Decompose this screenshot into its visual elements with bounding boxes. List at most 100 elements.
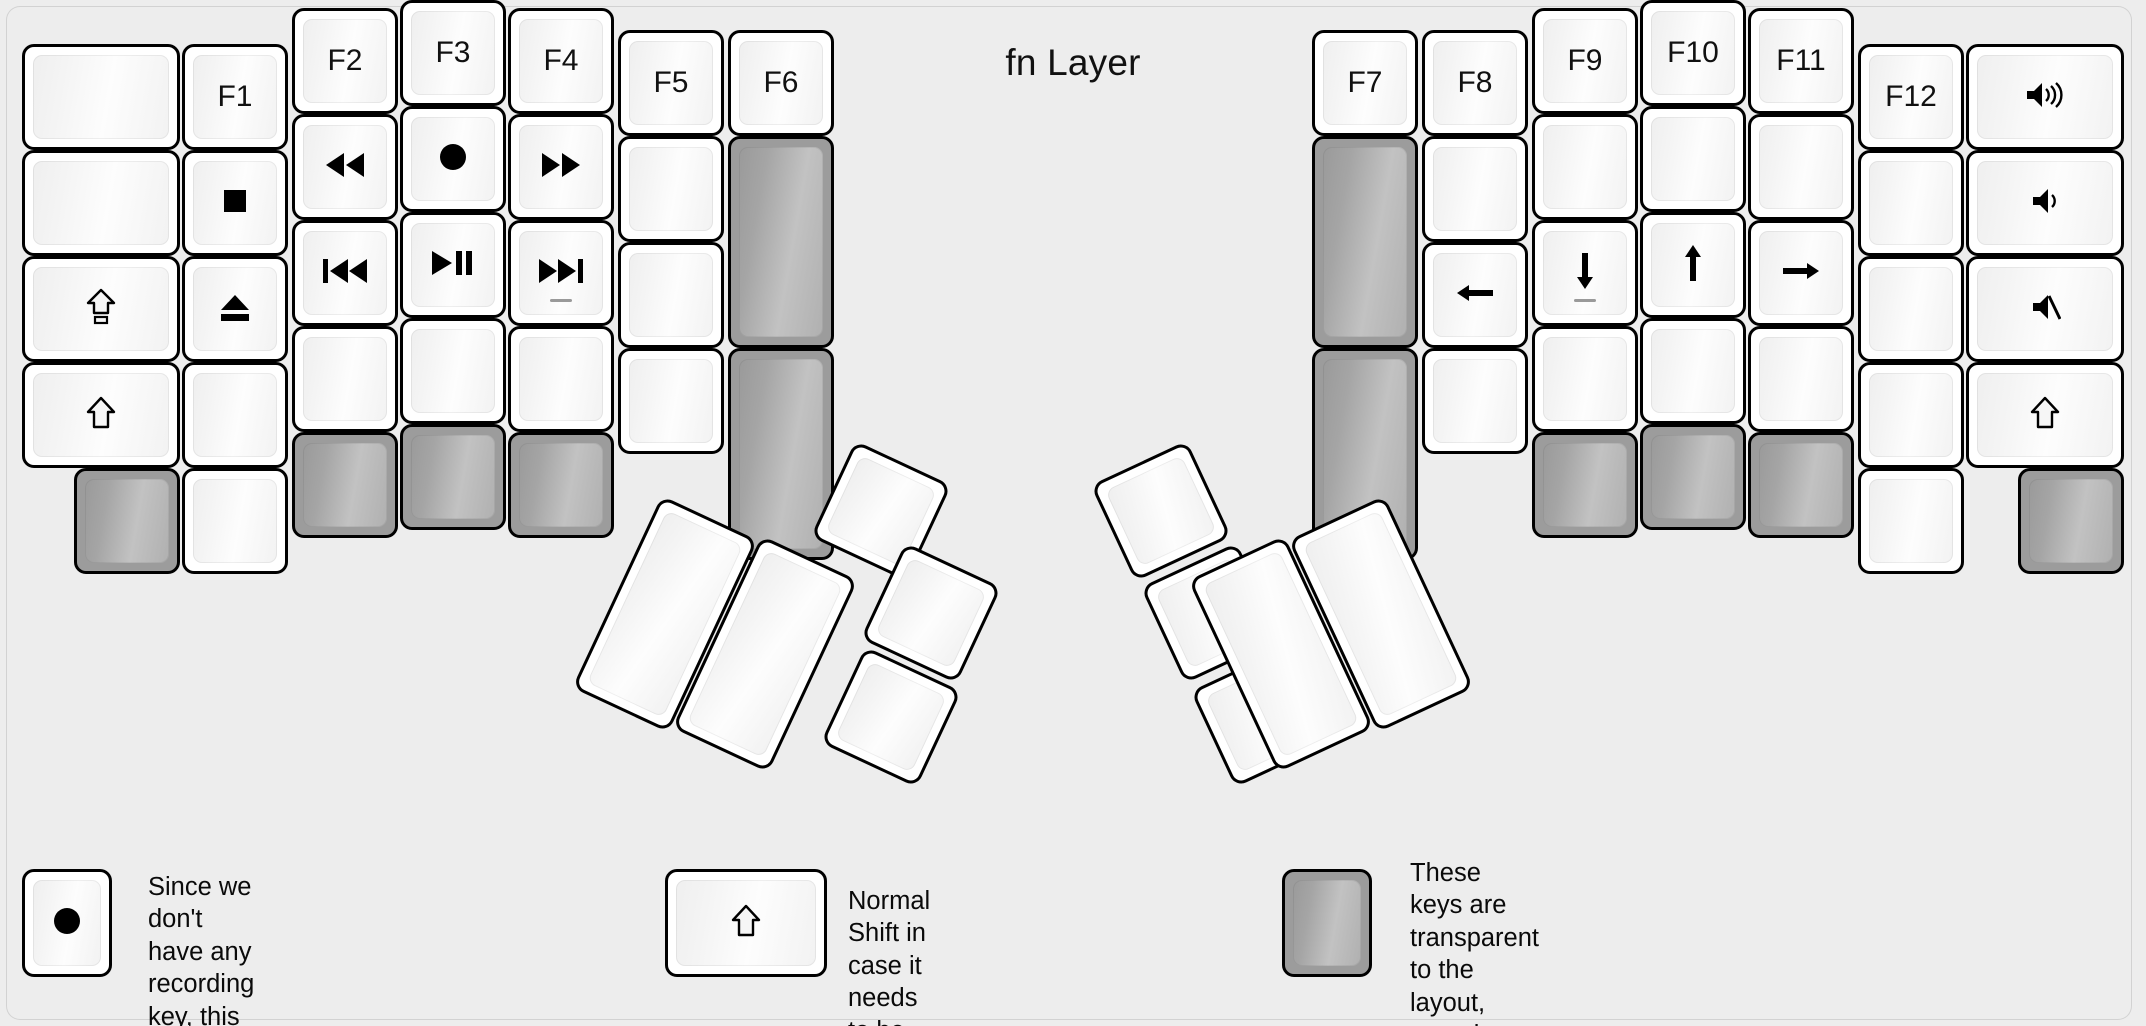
key-arrow-right[interactable] xyxy=(1748,220,1854,326)
key-caps-lock[interactable] xyxy=(22,256,180,362)
key-transparent[interactable] xyxy=(2018,468,2124,574)
key-f7[interactable]: F7 xyxy=(1312,30,1418,136)
key-shift[interactable] xyxy=(1966,362,2124,468)
key-blank[interactable] xyxy=(1532,114,1638,220)
key-cap xyxy=(193,373,277,457)
key-cap xyxy=(33,267,169,351)
key-f8[interactable]: F8 xyxy=(1422,30,1528,136)
key-cap xyxy=(85,479,169,563)
shift-icon xyxy=(731,904,761,945)
key-blank[interactable] xyxy=(1640,106,1746,212)
key-cap: F5 xyxy=(629,41,713,125)
key-blank[interactable] xyxy=(22,150,180,256)
key-transparent[interactable] xyxy=(74,468,180,574)
key-blank[interactable] xyxy=(1422,348,1528,454)
media-play-pause-icon xyxy=(430,249,476,282)
key-blank[interactable] xyxy=(1748,114,1854,220)
key-blank[interactable] xyxy=(182,362,288,468)
key-volume-up[interactable] xyxy=(1966,44,2124,150)
key-cap xyxy=(1759,125,1843,209)
key-arrow-left[interactable] xyxy=(1422,242,1528,348)
key-cap xyxy=(519,231,603,315)
legend-text-0: Since we don't have any recording key, t… xyxy=(148,873,255,1026)
key-f11[interactable]: F11 xyxy=(1748,8,1854,114)
key-blank[interactable] xyxy=(1858,468,1964,574)
key-cap xyxy=(193,267,277,351)
key-transparent[interactable] xyxy=(292,432,398,538)
key-cap xyxy=(1869,161,1953,245)
homing-bar xyxy=(550,299,572,302)
key-transparent[interactable] xyxy=(1312,136,1418,348)
key-blank[interactable] xyxy=(182,468,288,574)
key-blank[interactable] xyxy=(1858,256,1964,362)
key-media-next-track[interactable] xyxy=(508,220,614,326)
key-media-eject[interactable] xyxy=(182,256,288,362)
homing-bar xyxy=(1574,299,1596,302)
key-arrow-down[interactable] xyxy=(1532,220,1638,326)
key-blank[interactable] xyxy=(618,136,724,242)
key-blank[interactable] xyxy=(1640,318,1746,424)
key-f10[interactable]: F10 xyxy=(1640,0,1746,106)
key-blank[interactable] xyxy=(1748,326,1854,432)
key-label: F5 xyxy=(653,66,689,99)
key-blank[interactable] xyxy=(1532,326,1638,432)
legend-key-shift[interactable] xyxy=(665,869,827,977)
key-blank[interactable] xyxy=(1422,136,1528,242)
key-media-play-pause[interactable] xyxy=(400,212,506,318)
key-cap xyxy=(193,479,277,563)
key-cap xyxy=(739,359,823,549)
legend-key-record[interactable] xyxy=(22,869,112,977)
key-cap: F4 xyxy=(519,19,603,103)
key-blank[interactable] xyxy=(292,326,398,432)
media-previous-track-icon xyxy=(321,257,369,290)
key-f6[interactable]: F6 xyxy=(728,30,834,136)
key-cap: F1 xyxy=(193,55,277,139)
key-f3[interactable]: F3 xyxy=(400,0,506,106)
legend-key-transparent[interactable] xyxy=(1282,869,1372,977)
key-blank[interactable] xyxy=(1858,362,1964,468)
key-cap xyxy=(1105,455,1217,567)
key-volume-mute[interactable] xyxy=(1966,256,2124,362)
key-label: F11 xyxy=(1776,44,1826,77)
key-media-rewind[interactable] xyxy=(292,114,398,220)
key-transparent[interactable] xyxy=(508,432,614,538)
key-f4[interactable]: F4 xyxy=(508,8,614,114)
key-blank[interactable] xyxy=(618,242,724,348)
key-blank[interactable] xyxy=(508,326,614,432)
key-label: F3 xyxy=(435,36,471,69)
key-media-record[interactable] xyxy=(400,106,506,212)
key-media-stop[interactable] xyxy=(182,150,288,256)
key-transparent[interactable] xyxy=(728,136,834,348)
key-cap xyxy=(33,373,169,457)
legend-key-cap xyxy=(33,880,101,966)
key-media-previous-track[interactable] xyxy=(292,220,398,326)
key-f12[interactable]: F12 xyxy=(1858,44,1964,150)
key-f9[interactable]: F9 xyxy=(1532,8,1638,114)
key-blank[interactable] xyxy=(618,348,724,454)
legend-key-cap xyxy=(676,880,816,966)
key-transparent[interactable] xyxy=(1748,432,1854,538)
key-volume-down[interactable] xyxy=(1966,150,2124,256)
key-label: F1 xyxy=(217,80,253,113)
key-label: F6 xyxy=(763,66,799,99)
key-cap: F3 xyxy=(411,11,495,95)
key-arrow-up[interactable] xyxy=(1640,212,1746,318)
key-cap xyxy=(875,557,987,669)
media-record-icon xyxy=(436,140,470,179)
key-blank[interactable] xyxy=(1858,150,1964,256)
key-label: F7 xyxy=(1347,66,1383,99)
key-transparent[interactable] xyxy=(400,424,506,530)
key-shift[interactable] xyxy=(22,362,180,468)
key-blank[interactable] xyxy=(22,44,180,150)
key-f2[interactable]: F2 xyxy=(292,8,398,114)
key-media-fast-forward[interactable] xyxy=(508,114,614,220)
key-transparent[interactable] xyxy=(1532,432,1638,538)
volume-mute-icon xyxy=(2029,292,2062,327)
key-transparent[interactable] xyxy=(1640,424,1746,530)
key-cap: F2 xyxy=(303,19,387,103)
key-f1[interactable]: F1 xyxy=(182,44,288,150)
key-cap xyxy=(1759,231,1843,315)
key-blank[interactable] xyxy=(400,318,506,424)
key-f5[interactable]: F5 xyxy=(618,30,724,136)
